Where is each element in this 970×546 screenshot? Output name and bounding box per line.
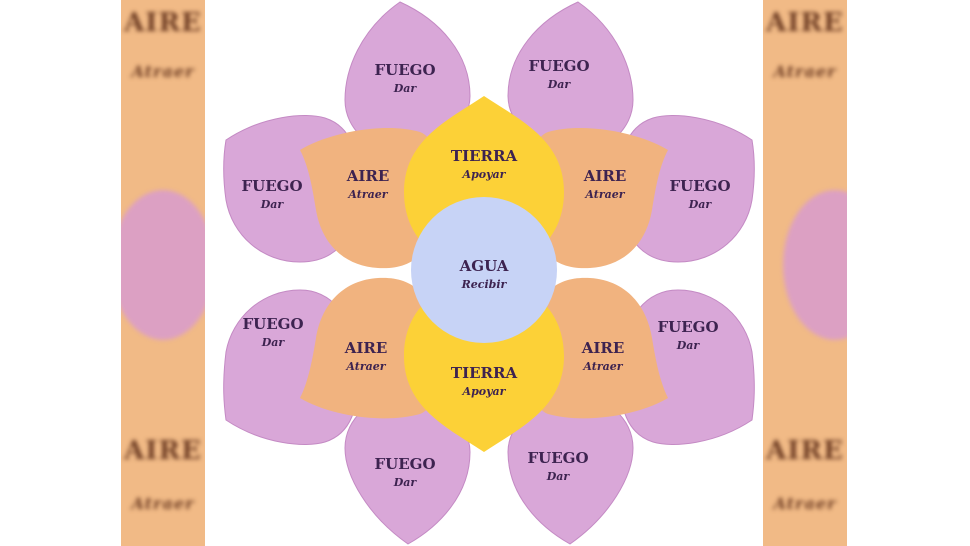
tierra-label-bottom-sub: Apoyar (462, 385, 507, 398)
aire-label-lower-right-sub: Atraer (582, 360, 623, 373)
fuego-label-bottom-right-title: FUEGO (527, 449, 588, 467)
fuego-label-top-right-sub: Dar (547, 78, 572, 91)
fuego-label-left-lower-title: FUEGO (242, 315, 303, 333)
aire-label-lower-right-title: AIRE (581, 339, 625, 357)
fuego-label-top-left-sub: Dar (393, 82, 418, 95)
tierra-label-bottom-title: TIERRA (451, 364, 518, 382)
fuego-label-left-upper-title: FUEGO (241, 177, 302, 195)
agua-label-title: AGUA (459, 257, 509, 275)
agua-center-circle (411, 197, 557, 343)
fuego-label-right-upper-sub: Dar (688, 198, 713, 211)
tierra-label-top-sub: Apoyar (462, 168, 507, 181)
fuego-petals-layer (223, 1, 755, 545)
left-background-strip: AIRE Atraer AIRE Atraer (121, 0, 205, 546)
aire-label-upper-left-title: AIRE (346, 167, 390, 185)
aire-label-upper-left-sub: Atraer (347, 188, 388, 201)
tierra-label-top-title: TIERRA (451, 147, 518, 165)
left-strip-petal-shape (121, 190, 205, 340)
aire-label-lower-left-sub: Atraer (345, 360, 386, 373)
fuego-label-bottom-left-sub: Dar (393, 476, 418, 489)
aire-petals-layer (300, 128, 668, 419)
right-strip-bottom-title: AIRE (766, 436, 844, 466)
right-strip-top-sub: Atraer (773, 62, 837, 81)
right-background-strip: AIRE Atraer AIRE Atraer (763, 0, 847, 546)
aire-petal-lower-right (529, 277, 668, 419)
fuego-label-bottom-left-title: FUEGO (374, 455, 435, 473)
fuego-label-right-lower-title: FUEGO (657, 318, 718, 336)
labels-layer: FUEGO Dar FUEGO Dar FUEGO Dar FUEGO Dar … (241, 57, 730, 489)
right-strip-bottom-sub: Atraer (773, 494, 837, 513)
fuego-label-right-upper-title: FUEGO (669, 177, 730, 195)
left-strip-bottom-title: AIRE (124, 436, 202, 466)
left-strip-top-title: AIRE (124, 8, 202, 38)
fuego-label-bottom-right-sub: Dar (546, 470, 571, 483)
fuego-label-left-lower-sub: Dar (261, 336, 286, 349)
left-strip-top-sub: Atraer (131, 62, 195, 81)
fuego-label-right-lower-sub: Dar (676, 339, 701, 352)
aire-petal-upper-left (300, 128, 439, 269)
left-strip-bottom-sub: Atraer (131, 494, 195, 513)
aire-petal-upper-right (529, 128, 668, 269)
fuego-label-left-upper-sub: Dar (260, 198, 285, 211)
aire-label-lower-left-title: AIRE (344, 339, 388, 357)
aire-petal-lower-left (300, 277, 439, 419)
aire-label-upper-right-sub: Atraer (584, 188, 625, 201)
fuego-label-top-right-title: FUEGO (528, 57, 589, 75)
fuego-label-top-left-title: FUEGO (374, 61, 435, 79)
agua-label-sub: Recibir (461, 278, 508, 291)
right-strip-top-title: AIRE (766, 8, 844, 38)
aire-label-upper-right-title: AIRE (583, 167, 627, 185)
